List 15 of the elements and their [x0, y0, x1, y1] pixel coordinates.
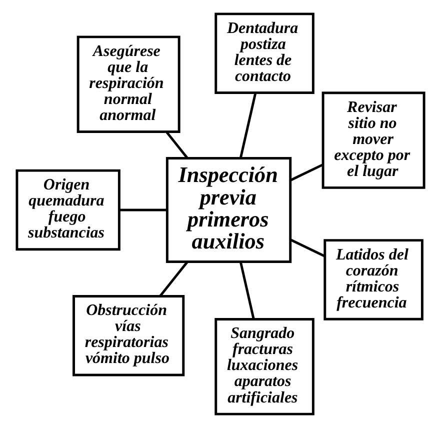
node-box: Latidos del corazón rítmicos frecuencia: [323, 238, 423, 320]
node-box: Revisar sitio no mover excepto por el lugar: [321, 91, 425, 188]
node-box: Asegúrese que la respiración normal anormal: [76, 35, 180, 133]
node-box: Inspección previa primeros auxilios: [165, 156, 292, 262]
connector: [158, 260, 188, 296]
connector: [118, 208, 167, 211]
connector: [238, 261, 254, 319]
node-box: Origen quemadura fuego substancias: [15, 168, 120, 250]
connector: [290, 163, 323, 181]
connector: [290, 238, 325, 257]
connector: [238, 92, 256, 158]
connector: [165, 130, 188, 158]
node-box: Obstrucción vías respiratorias vómito pulso: [72, 294, 184, 376]
node-box: Dentadura postiza lentes de contacto: [214, 12, 314, 94]
node-box: Sangrado fracturas luxaciones aparatos artificiales: [214, 318, 314, 415]
